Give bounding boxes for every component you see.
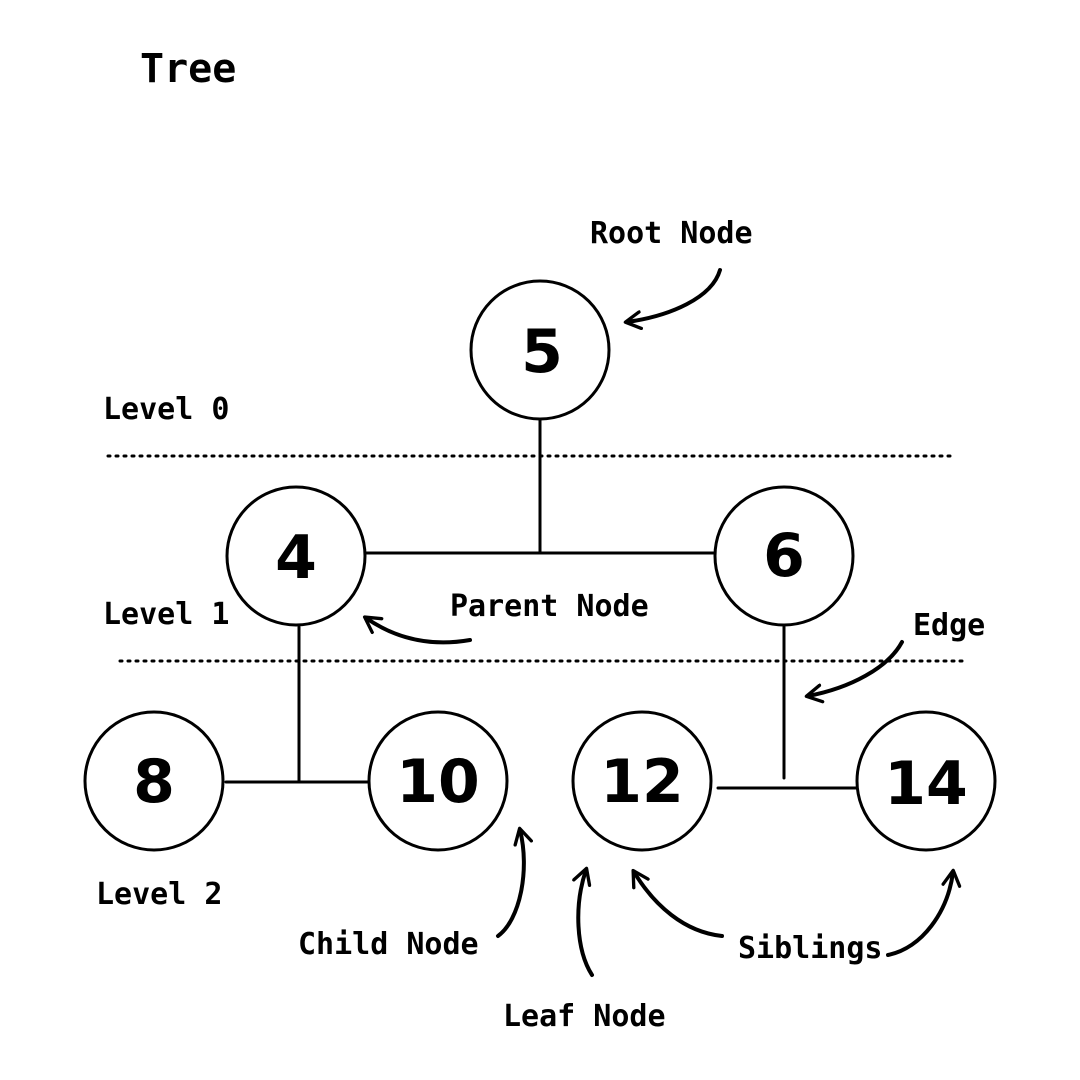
- node-6: 6: [713, 485, 855, 627]
- node-5-label: 5: [521, 317, 563, 387]
- siblings-right-arrow-icon: [886, 868, 962, 957]
- leaf-node-arrow-icon: [572, 866, 594, 977]
- siblings-annotation: Siblings: [738, 931, 883, 966]
- child-node-annotation: Child Node: [298, 927, 479, 962]
- root-node-arrow-icon: [623, 268, 722, 331]
- node-12: 12: [571, 710, 713, 852]
- node-14-label: 14: [884, 749, 968, 819]
- child-node-arrow-icon: [496, 826, 533, 938]
- node-14: 14: [855, 710, 997, 852]
- siblings-left-arrow-icon: [631, 868, 724, 938]
- node-4-label: 4: [275, 523, 317, 593]
- leaf-node-annotation: Leaf Node: [503, 999, 666, 1034]
- level-0-label: Level 0: [103, 392, 229, 427]
- parent-node-arrow-icon: [362, 615, 472, 645]
- level-2-label: Level 2: [96, 877, 222, 912]
- node-4: 4: [225, 485, 367, 627]
- node-5: 5: [469, 279, 611, 421]
- level-1-label: Level 1: [103, 597, 229, 632]
- root-node-annotation: Root Node: [590, 216, 753, 251]
- edge-annotation: Edge: [913, 608, 985, 643]
- node-12-label: 12: [600, 747, 684, 817]
- node-8: 8: [83, 710, 225, 852]
- node-10-label: 10: [396, 747, 480, 817]
- edge-arrow-icon: [804, 640, 904, 704]
- parent-node-annotation: Parent Node: [450, 589, 649, 624]
- node-10: 10: [367, 710, 509, 852]
- node-8-label: 8: [133, 747, 175, 817]
- node-6-label: 6: [763, 521, 805, 591]
- diagram-title: Tree: [140, 46, 236, 92]
